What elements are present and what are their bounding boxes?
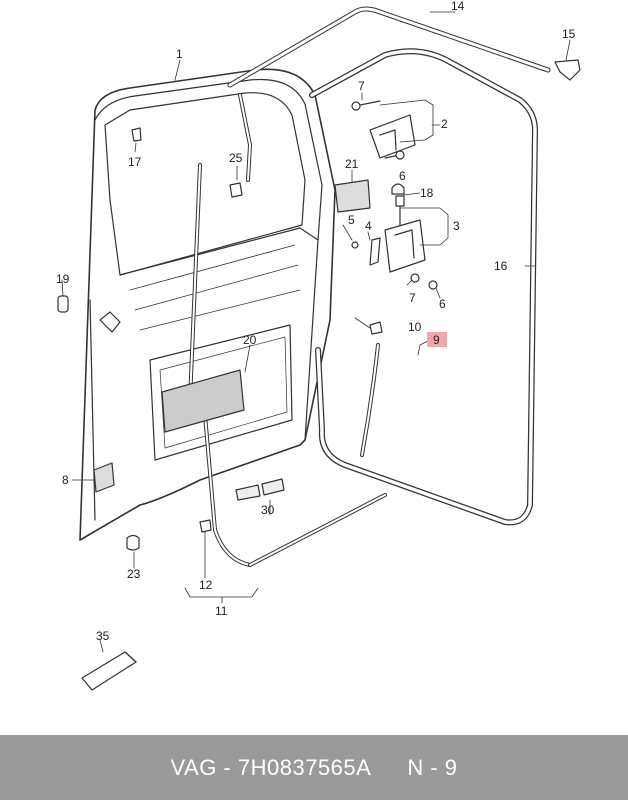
cap-18 xyxy=(391,183,405,195)
callout-1: 1 xyxy=(176,47,183,61)
clip-10 xyxy=(369,321,383,335)
part-label: VAG - 7H0837565A xyxy=(170,754,372,780)
door-frame xyxy=(79,68,336,541)
callout-8: 8 xyxy=(62,473,69,487)
callout-17: 17 xyxy=(128,155,142,169)
callout-7-bottom: 7 xyxy=(409,291,416,305)
callout-3: 3 xyxy=(453,219,460,233)
callout-15: 15 xyxy=(562,27,576,41)
callout-4: 4 xyxy=(365,219,372,233)
clip-19 xyxy=(57,295,69,313)
ref-label: N - 9 xyxy=(407,754,458,780)
callout-20: 20 xyxy=(243,333,257,347)
plug-23 xyxy=(126,534,140,551)
highlight-box xyxy=(427,332,447,347)
callout-30: 30 xyxy=(261,503,275,517)
clip-25 xyxy=(229,182,243,198)
callout-6-top: 6 xyxy=(399,169,406,183)
callout-6-bottom: 6 xyxy=(439,297,446,311)
end-cap-15 xyxy=(554,59,581,81)
sound-pad-20 xyxy=(161,369,245,433)
upper-hinge xyxy=(351,100,416,160)
pad-21 xyxy=(334,179,371,213)
callout-16: 16 xyxy=(494,259,508,273)
callout-14: 14 xyxy=(451,0,465,13)
vent-grille-8 xyxy=(93,462,115,493)
callout-9: 9 xyxy=(433,333,440,347)
part-number-footer: VAG - 7H0837565A N - 9 xyxy=(0,735,628,800)
parts-diagram: 1 14 15 7 2 17 25 6 21 18 5 3 4 16 19 7 … xyxy=(56,0,581,691)
callout-23: 23 xyxy=(127,567,141,581)
clip-12 xyxy=(199,519,212,533)
clip-17 xyxy=(131,127,142,142)
top-seal xyxy=(227,6,551,182)
callout-21: 21 xyxy=(345,157,359,171)
callout-12: 12 xyxy=(199,578,213,592)
callout-18: 18 xyxy=(420,186,434,200)
label-30 xyxy=(235,478,285,501)
seal-section xyxy=(360,343,380,457)
callout-11: 11 xyxy=(215,604,228,618)
surround-seal xyxy=(309,48,538,526)
door-seal-strip xyxy=(188,163,387,567)
callout-2: 2 xyxy=(441,117,448,131)
callout-35: 35 xyxy=(96,629,110,643)
callout-10: 10 xyxy=(408,320,422,334)
callout-19: 19 xyxy=(56,272,70,286)
lower-hinge xyxy=(351,195,438,290)
callout-5: 5 xyxy=(348,213,355,227)
callout-25: 25 xyxy=(229,151,243,165)
grease-tube-35 xyxy=(81,651,137,691)
callout-7-top: 7 xyxy=(358,79,365,93)
